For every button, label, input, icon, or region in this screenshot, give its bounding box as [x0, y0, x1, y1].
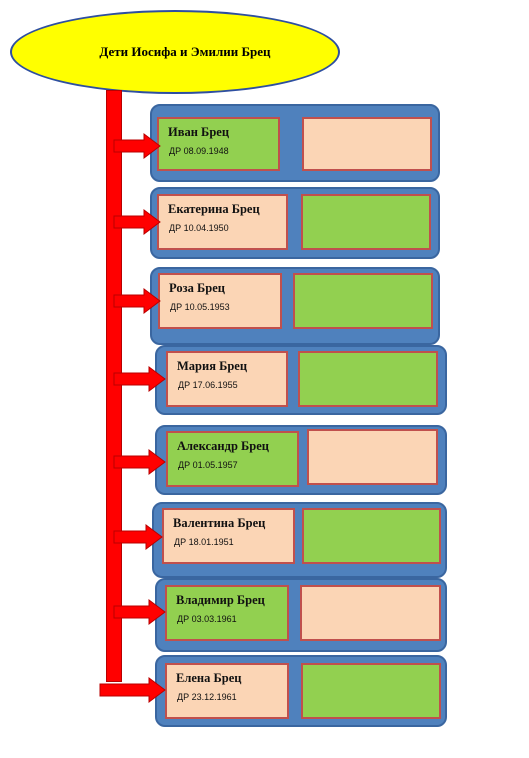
connector-arrow — [113, 133, 161, 159]
child-dob: ДР 17.06.1955 — [178, 380, 238, 390]
child-name: Иван Брец — [168, 125, 230, 139]
child-side-box — [302, 117, 432, 171]
child-dob: ДР 01.05.1957 — [178, 460, 238, 470]
child-info-box: Владимир Брец ДР 03.03.1961 — [165, 585, 289, 641]
connector-arrow — [113, 209, 161, 235]
child-side-box — [307, 429, 438, 485]
child-name: Александр Брец — [177, 439, 269, 453]
child-info-box: Иван Брец ДР 08.09.1948 — [157, 117, 280, 171]
child-info-box: Валентина Брец ДР 18.01.1951 — [162, 508, 295, 564]
child-name: Роза Брец — [169, 281, 225, 295]
child-side-box — [301, 663, 441, 719]
child-side-box — [301, 194, 431, 250]
connector-arrow — [99, 677, 166, 703]
child-dob: ДР 23.12.1961 — [177, 692, 237, 702]
child-name: Елена Брец — [176, 671, 242, 685]
child-side-box — [302, 508, 441, 564]
child-info-box: Мария Брец ДР 17.06.1955 — [166, 351, 288, 407]
connector-arrow — [113, 449, 166, 475]
connector-arrow — [113, 524, 163, 550]
child-dob: ДР 08.09.1948 — [169, 146, 229, 156]
child-info-box: Роза Брец ДР 10.05.1953 — [158, 273, 282, 329]
child-info-box: Александр Брец ДР 01.05.1957 — [166, 431, 299, 487]
title-ellipse: Дети Иосифа и Эмилии Брец — [10, 10, 340, 94]
child-dob: ДР 18.01.1951 — [174, 537, 234, 547]
diagram-title: Дети Иосифа и Эмилии Брец — [99, 44, 271, 59]
child-info-box: Елена Брец ДР 23.12.1961 — [165, 663, 289, 719]
child-side-box — [298, 351, 438, 407]
child-name: Мария Брец — [177, 359, 248, 373]
child-name: Екатерина Брец — [168, 202, 260, 216]
child-dob: ДР 10.04.1950 — [169, 223, 229, 233]
child-side-box — [293, 273, 433, 329]
connector-arrow — [113, 366, 166, 392]
connector-arrow — [113, 599, 166, 625]
connector-arrow — [113, 288, 161, 314]
child-info-box: Екатерина Брец ДР 10.04.1950 — [157, 194, 288, 250]
child-name: Валентина Брец — [173, 516, 266, 530]
child-dob: ДР 03.03.1961 — [177, 614, 237, 624]
child-dob: ДР 10.05.1953 — [170, 302, 230, 312]
child-name: Владимир Брец — [176, 593, 265, 607]
child-side-box — [300, 585, 441, 641]
